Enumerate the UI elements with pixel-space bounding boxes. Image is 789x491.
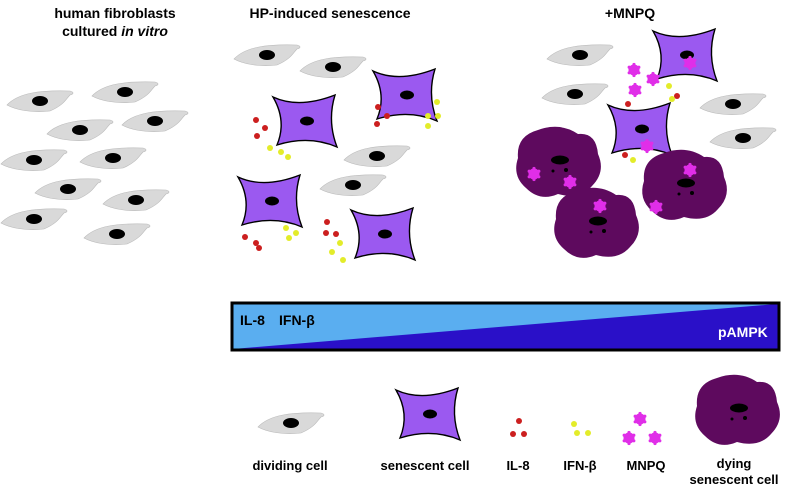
senescent-cell — [350, 207, 416, 261]
dividing-cell — [6, 90, 74, 113]
title-senescence: HP-induced senescence — [249, 5, 411, 21]
panel-fibroblasts — [0, 81, 189, 246]
legend-label-senescent-cell: senescent cell — [380, 458, 470, 473]
bar-label-pampk: pAMPK — [718, 324, 768, 340]
gradient-bar — [230, 301, 781, 352]
dividing-cell — [0, 208, 68, 231]
dividing-cell — [46, 119, 114, 142]
title-fibroblasts: human fibroblasts cultured in vitro — [20, 4, 210, 40]
legend-label-dying-line2: senescent cell — [689, 472, 779, 487]
senescent-cell — [272, 94, 338, 148]
dividing-cell — [233, 44, 301, 67]
legend-label-dying: dying senescent cell — [682, 456, 786, 488]
dividing-cell — [121, 110, 189, 133]
senescent-cell — [607, 102, 673, 156]
legend-ifnb-icon — [571, 421, 591, 436]
legend-label-dividing-cell: dividing cell — [252, 458, 328, 473]
il8-dots — [242, 104, 390, 251]
bar-label-ifnb: IFN-β — [279, 312, 315, 328]
dying-senescent-cell — [516, 126, 601, 197]
dividing-cell — [79, 147, 147, 170]
dividing-cell — [319, 174, 387, 197]
dividing-cell — [699, 93, 767, 116]
legend-label-il8: IL-8 — [506, 458, 530, 473]
ifnb-dots — [630, 83, 675, 163]
dividing-cell — [83, 223, 151, 246]
senescent-cell — [652, 28, 718, 82]
title-fibroblasts-line2: cultured in vitro — [62, 23, 168, 39]
dividing-cell — [102, 189, 170, 212]
legend-mnpq-icon — [622, 411, 662, 446]
dividing-cell — [709, 127, 777, 150]
panel-senescence — [233, 44, 441, 263]
il8-dots — [622, 93, 680, 158]
dividing-cell — [299, 56, 367, 79]
legend-label-ifnb: IFN-β — [563, 458, 597, 473]
dividing-cell — [343, 145, 411, 168]
panel-mnpq — [516, 28, 777, 258]
dying-senescent-cell — [554, 187, 639, 258]
ifnb-dots — [267, 99, 441, 263]
legend-label-mnpq: MNPQ — [626, 458, 666, 473]
title-fibroblasts-line1: human fibroblasts — [54, 5, 176, 21]
dividing-cell — [0, 149, 68, 172]
dividing-cell — [541, 83, 609, 106]
legend-dying-senescent-cell-icon — [695, 374, 780, 445]
dividing-cell — [34, 178, 102, 201]
bar-label-il8: IL-8 — [240, 312, 265, 328]
legend — [257, 374, 780, 446]
legend-dividing-cell-icon — [257, 412, 325, 435]
title-mnpq: +MNPQ — [604, 5, 656, 21]
dividing-cell — [91, 81, 159, 104]
legend-il8-icon — [510, 418, 527, 437]
legend-label-dying-line1: dying — [716, 456, 752, 471]
dividing-cell — [546, 44, 614, 67]
legend-senescent-cell-icon — [395, 387, 461, 441]
senescent-cell — [237, 174, 303, 228]
